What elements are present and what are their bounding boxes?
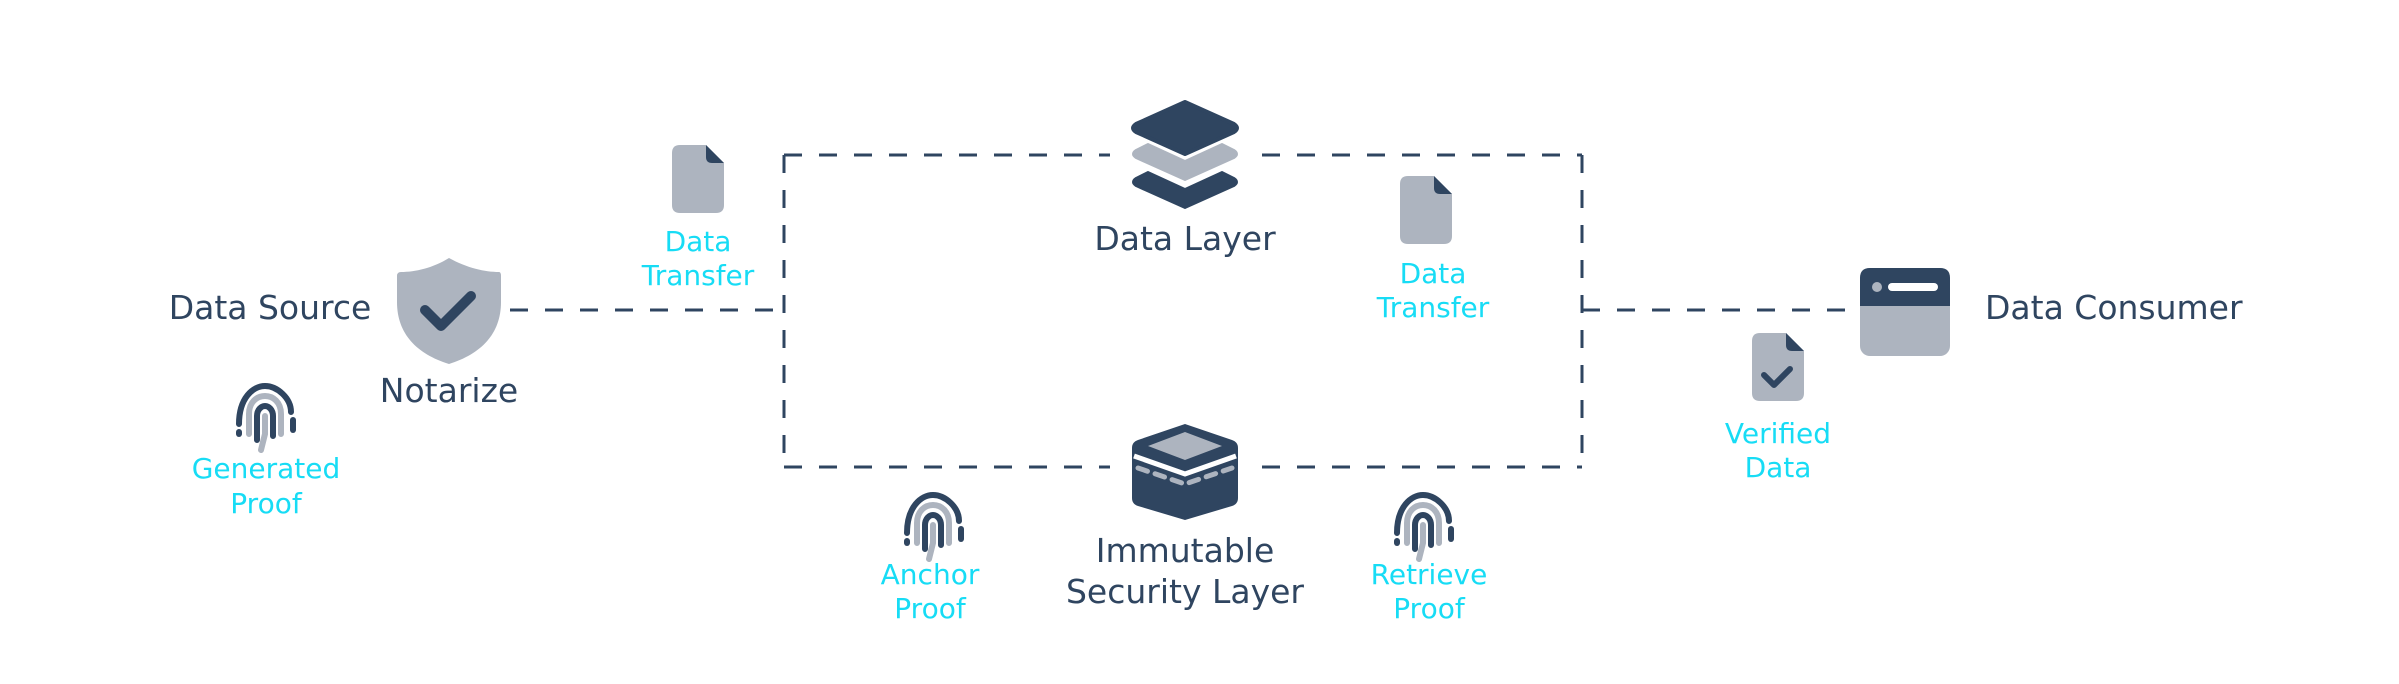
- generated-proof-label-line2: Proof: [230, 487, 303, 520]
- document-icon: [1400, 176, 1452, 244]
- data-transfer-right-line2: Transfer: [1376, 291, 1490, 324]
- data-layer-label: Data Layer: [1094, 219, 1276, 258]
- data-transfer-left-line1: Data: [665, 225, 732, 258]
- generated-proof-label-line1: Generated: [192, 452, 341, 485]
- anchor-proof-label-line1: Anchor: [881, 558, 980, 591]
- secure-box-icon: [1132, 424, 1238, 520]
- verified-data-label-line1: Verified: [1725, 417, 1831, 450]
- security-layer-label-line2: Security Layer: [1066, 572, 1304, 611]
- layers-icon: [1131, 100, 1239, 209]
- security-layer-label-line1: Immutable: [1096, 531, 1275, 570]
- data-source-label: Data Source: [169, 288, 372, 327]
- data-transfer-left-line2: Transfer: [641, 259, 755, 292]
- document-check-icon: [1752, 333, 1804, 401]
- fingerprint-icon: [239, 386, 293, 450]
- notarize-label: Notarize: [380, 371, 518, 410]
- anchor-proof-label-line2: Proof: [894, 592, 967, 625]
- browser-window-icon: [1860, 268, 1950, 356]
- fingerprint-icon: [1397, 495, 1451, 559]
- fingerprint-icon: [907, 495, 961, 559]
- retrieve-proof-label-line2: Proof: [1393, 592, 1466, 625]
- verified-data-label-line2: Data: [1745, 451, 1812, 484]
- document-icon: [672, 145, 724, 213]
- data-consumer-label: Data Consumer: [1985, 288, 2243, 327]
- shield-check-icon: [397, 258, 501, 364]
- retrieve-proof-label-line1: Retrieve: [1371, 558, 1488, 591]
- data-transfer-right-line1: Data: [1400, 257, 1467, 290]
